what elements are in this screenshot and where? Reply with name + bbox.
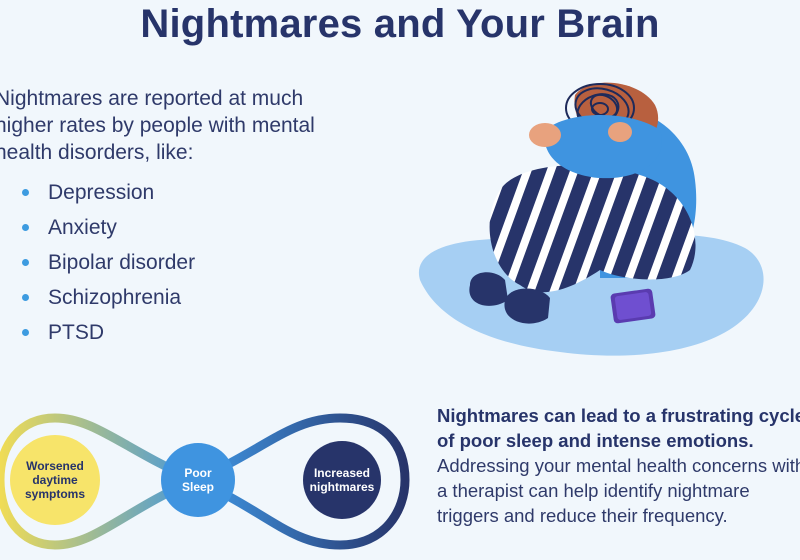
- body-paragraph: Nightmares can lead to a frustrating cyc…: [437, 403, 800, 528]
- cycle-diagram: [0, 413, 410, 550]
- cycle-node-worsened: [10, 435, 100, 525]
- list-item-label: Anxiety: [48, 216, 117, 239]
- list-item-label: Depression: [48, 181, 155, 204]
- list-item: Schizophrenia: [22, 280, 195, 315]
- list-item-label: Schizophrenia: [48, 286, 182, 309]
- list-item-label: PTSD: [48, 321, 105, 344]
- list-item: Depression: [22, 175, 195, 210]
- intro-text: Nightmares are reported at much higher r…: [0, 87, 315, 164]
- cycle-node-increased: [303, 441, 381, 519]
- phone-icon: [610, 288, 656, 324]
- list-item: Anxiety: [22, 210, 195, 245]
- bullet-icon: [22, 224, 29, 231]
- list-item-label: Bipolar disorder: [48, 251, 196, 274]
- bullet-icon: [22, 294, 29, 301]
- list-item: Bipolar disorder: [22, 245, 195, 280]
- bullet-icon: [22, 259, 29, 266]
- cycle-node-poor-sleep: [161, 443, 235, 517]
- disorder-list: Depression Anxiety Bipolar disorder Schi…: [22, 175, 195, 350]
- bullet-icon: [22, 189, 29, 196]
- cycle-node-label-worsened: Worsened daytime symptoms: [24, 459, 86, 501]
- distressed-person-illustration: [418, 82, 764, 356]
- cycle-node-label-poor-sleep: Poor Sleep: [181, 466, 214, 494]
- body-regular-text: Addressing your mental health concerns w…: [437, 455, 800, 526]
- bullet-icon: [22, 329, 29, 336]
- body-bold-text: Nightmares can lead to a frustrating cyc…: [437, 405, 800, 451]
- cycle-loop-icon: [0, 413, 410, 550]
- page-title: Nightmares and Your Brain: [140, 2, 660, 46]
- cycle-node-label-increased: Increased nightmares: [309, 466, 375, 494]
- list-item: PTSD: [22, 315, 195, 350]
